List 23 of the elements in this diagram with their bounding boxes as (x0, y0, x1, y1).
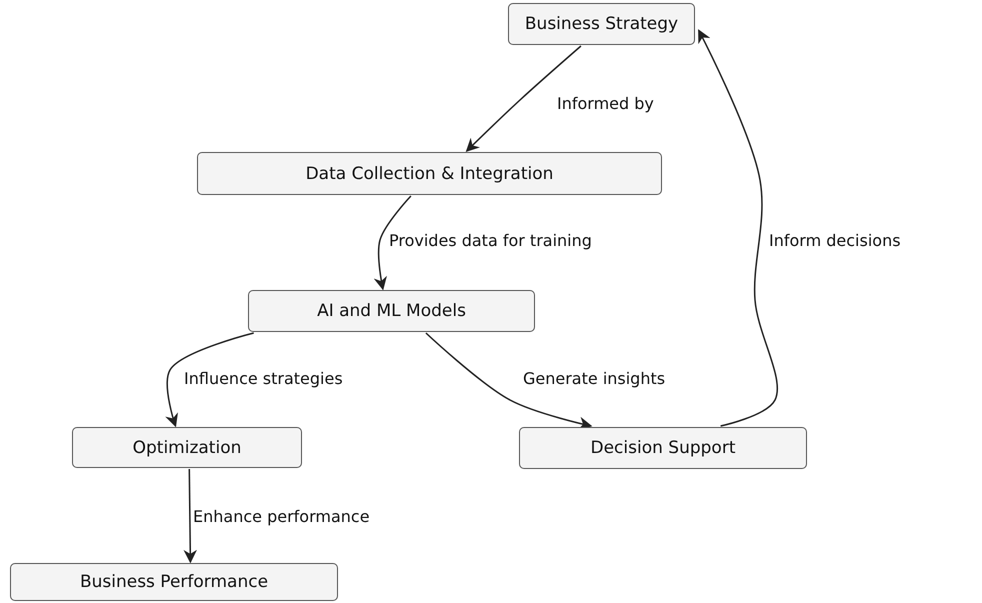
node-label: Business Strategy (524, 14, 678, 34)
arrow (425, 332, 592, 430)
process-box (248, 290, 535, 332)
arrow (466, 45, 582, 152)
node-label: Business Performance (80, 572, 268, 592)
edge-label: Informed by (556, 94, 655, 114)
node-label: Decision Support (590, 438, 736, 458)
process-box (519, 427, 807, 469)
process-box (197, 152, 662, 195)
process-box (10, 563, 338, 601)
arrow (698, 29, 778, 427)
node-label: AI and ML Models (317, 301, 466, 321)
node-label: Data Collection & Integration (306, 164, 554, 184)
edge-label: Generate insights (522, 369, 666, 389)
process-box (508, 3, 695, 45)
node-label: Optimization (132, 438, 242, 458)
edge-label: Influence strategies (183, 369, 344, 389)
edge-label: Enhance performance (192, 507, 371, 527)
arrow (165, 332, 254, 428)
arrow (374, 196, 412, 290)
arrow (184, 469, 197, 564)
edge-label: Provides data for training (388, 231, 593, 251)
process-box (72, 427, 302, 468)
